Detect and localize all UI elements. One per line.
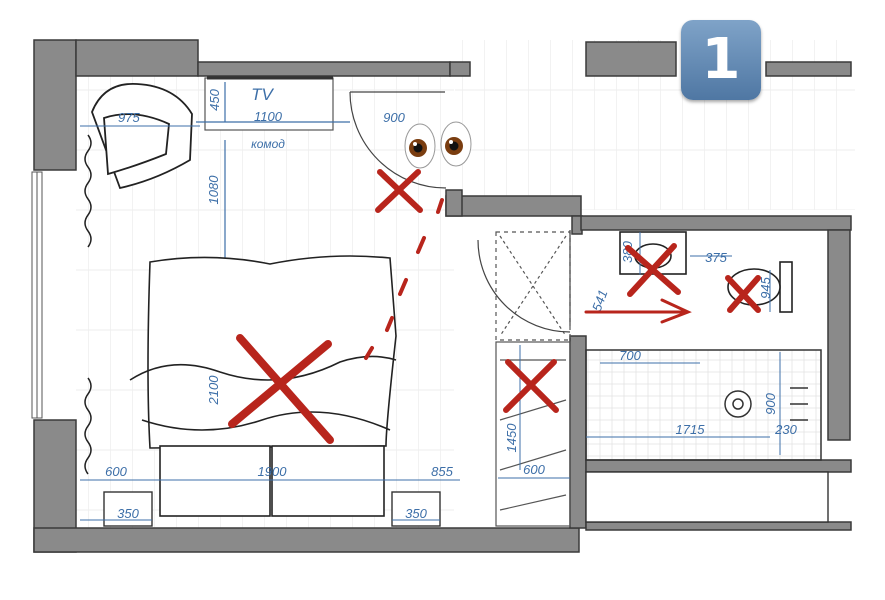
dim-right-gap: 855 [431,464,453,479]
cross-bed [228,334,334,444]
entry-door [349,91,447,189]
dim-bed-width: 1900 [258,464,288,479]
cross-wardrobe [503,359,559,413]
window [31,171,43,419]
red-annotations [228,169,761,444]
dim-bed-length: 2100 [206,375,221,406]
dim-room-depth: 1080 [206,175,221,205]
dim-bath-end: 230 [774,422,797,437]
dim-wardrobe-width: 600 [523,462,545,477]
dim-shower-width: 700 [619,348,641,363]
cross-door [375,169,423,213]
curtain-bottom [84,377,92,475]
dim-tv-width: 1100 [254,109,283,124]
cross-sink [625,243,681,297]
dim-nightstand-right: 350 [405,506,427,521]
curtain-top [84,134,92,248]
dim-nightstand-left: 350 [117,506,139,521]
bed [129,255,397,517]
dim-bath-depth: 900 [763,392,778,414]
eyes-icon [404,121,472,169]
label-dresser: комод [251,137,285,151]
tv-dresser [196,76,350,430]
bathtub [585,349,822,461]
dim-door-width: 900 [383,110,405,125]
dim-left-gap: 600 [105,464,127,479]
bathroom-floor [586,350,821,460]
direction-arrow [584,298,692,324]
dim-sink-to-toilet: 375 [705,250,727,265]
dim-tv-depth: 450 [207,88,222,110]
number-badge: 1 [681,20,761,100]
dim-armchair: 975 [118,110,140,125]
dim-bath-diagonal: 541 [589,288,611,314]
cross-toilet [725,275,761,313]
dim-wardrobe-height: 1450 [504,423,519,453]
dim-toilet-depth: 945 [758,276,773,298]
bathroom-door-arc [477,230,571,333]
lower-room [585,471,829,523]
path-dashes [364,198,444,360]
dim-sink-width: 380 [620,240,635,262]
walls [33,39,852,553]
dimension-lines [80,125,781,521]
label-tv: TV [251,85,274,104]
armchair [91,83,193,190]
dim-bath-length: 1715 [676,422,706,437]
